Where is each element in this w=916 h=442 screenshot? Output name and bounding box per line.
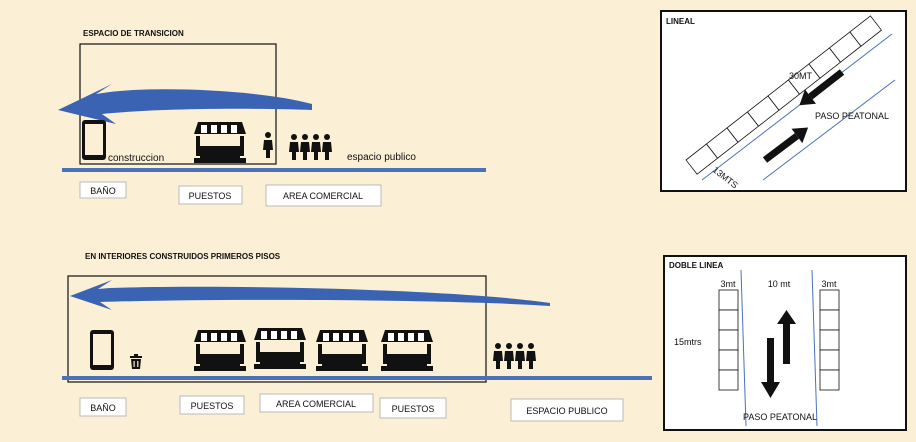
box-bano-bottom-label: BAÑO — [90, 403, 116, 413]
lineal-stall-row — [685, 15, 883, 175]
lineal-edge-line-2 — [762, 79, 896, 181]
box-area-top-label: AREA COMERCIAL — [283, 191, 363, 201]
trash-icon — [130, 354, 142, 369]
stall-icon-4 — [381, 330, 433, 371]
doble-walk-label: PASO PEATONAL — [743, 412, 817, 422]
box-espacio-publico — [510, 398, 624, 422]
ground-line-top — [62, 168, 486, 172]
public-space-label: espacio publico — [347, 152, 416, 163]
doble-left-width: 3mt — [720, 279, 736, 289]
interior-outline — [67, 275, 487, 383]
box-puestos-bottom-1-label: PUESTOS — [191, 401, 234, 411]
doble-right-stalls — [819, 289, 840, 391]
toilet-icon-bottom — [90, 330, 114, 370]
building-label: construccion — [108, 153, 164, 164]
doble-right-width: 3mt — [821, 279, 837, 289]
stall-icon-3 — [316, 330, 368, 371]
doble-arrow-down — [761, 338, 780, 398]
box-puestos-top-label: PUESTOS — [189, 191, 232, 201]
person-icon — [263, 132, 273, 158]
box-puestos-top — [178, 185, 243, 205]
doble-length-label: 15mtrs — [674, 337, 702, 347]
box-puestos-bottom-2-label: PUESTOS — [392, 404, 435, 414]
lineal-arrow-down — [799, 69, 845, 106]
toilet-icon — [82, 120, 106, 160]
flow-arrow-top — [58, 84, 312, 124]
box-bano-bottom — [79, 397, 127, 417]
doble-left-stalls — [718, 289, 739, 391]
stall-icon-1 — [194, 330, 246, 371]
lineal-title: LINEAL — [666, 17, 695, 26]
stall-icon-2 — [254, 328, 306, 369]
top-title: ESPACIO DE TRANSICION — [83, 29, 184, 38]
bottom-title: EN INTERIORES CONSTRUIDOS PRIMEROS PISOS — [85, 252, 281, 261]
doble-arrow-up — [777, 310, 796, 364]
box-area-bottom-label: AREA COMERCIAL — [276, 399, 356, 409]
box-puestos-bottom-2 — [379, 397, 447, 419]
crowd-icon — [289, 134, 332, 160]
doble-title: DOBLE LINEA — [669, 261, 723, 270]
doble-edge-line-2 — [811, 269, 818, 427]
stall-icon — [194, 122, 246, 163]
box-area-bottom — [259, 393, 374, 413]
box-bano-top-label: BAÑO — [90, 186, 116, 196]
ground-line-bottom — [62, 376, 652, 380]
lineal-edge-line-1 — [701, 33, 893, 181]
doble-middle-width: 10 mt — [768, 279, 791, 289]
lineal-walk-label: PASO PEATONAL — [815, 111, 889, 121]
box-puestos-bottom-1 — [179, 395, 245, 415]
box-area-top — [265, 184, 382, 207]
lineal-length-label: 30MT — [789, 71, 813, 81]
box-bano-top — [79, 181, 127, 199]
doble-edge-line-1 — [740, 269, 747, 427]
box-espacio-publico-label: ESPACIO PUBLICO — [526, 406, 607, 416]
lineal-arrow-up — [762, 127, 809, 163]
flow-arrow-bottom — [70, 280, 550, 310]
crowd-icon-bottom — [493, 343, 536, 369]
